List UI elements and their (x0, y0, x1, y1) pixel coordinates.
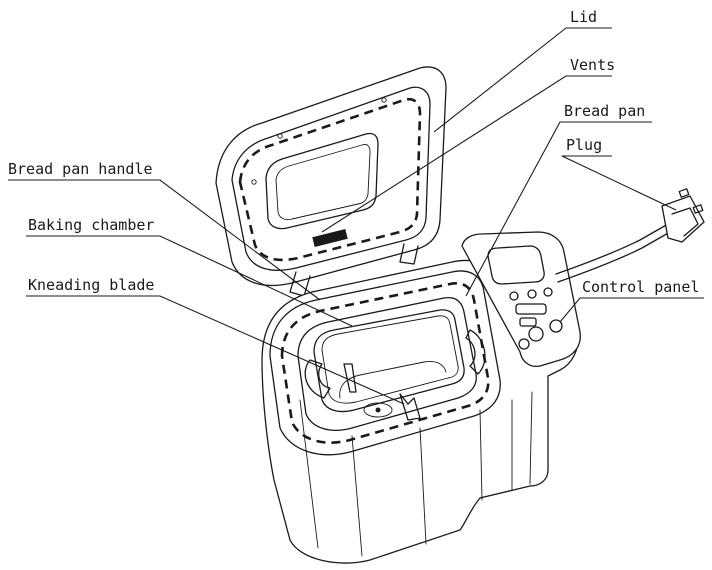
power-cord (555, 223, 671, 283)
body (261, 249, 579, 564)
label-control-panel: Control panel (582, 278, 699, 296)
vents (312, 229, 348, 247)
leader-lines (8, 27, 704, 405)
label-kneading-blade: Kneading blade (28, 276, 154, 294)
label-bread-pan-handle: Bread pan handle (8, 160, 153, 178)
bread-pan-handle (304, 359, 331, 399)
plug (661, 188, 705, 243)
kneading-blade (399, 393, 421, 421)
label-baking-chamber: Baking chamber (28, 216, 154, 234)
label-lid: Lid (570, 8, 597, 26)
label-vents: Vents (570, 56, 615, 74)
control-panel (461, 231, 581, 368)
label-bread-pan: Bread pan (564, 102, 645, 120)
lid (215, 66, 447, 297)
label-plug: Plug (566, 136, 602, 154)
